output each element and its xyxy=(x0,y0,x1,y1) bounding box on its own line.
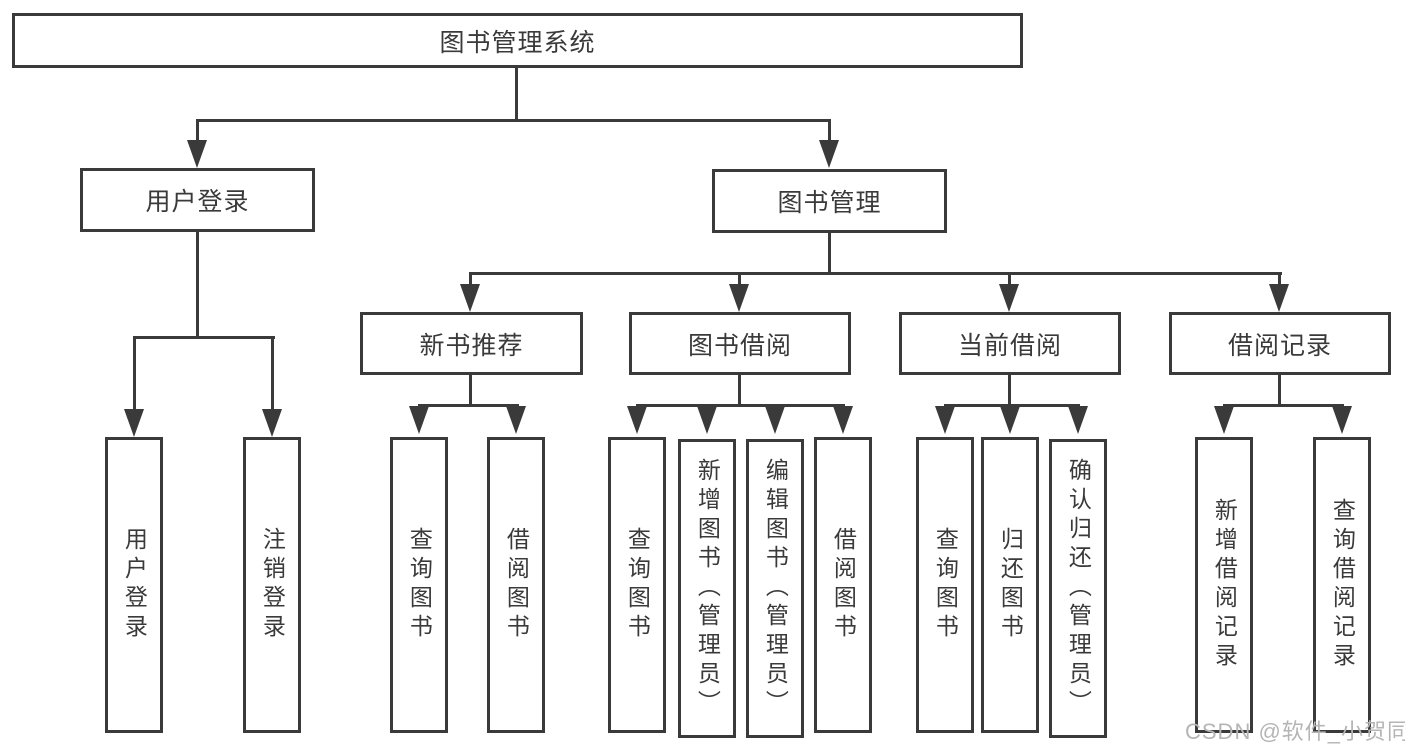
connector-line xyxy=(1008,375,1011,407)
node-bb-query-books: 查询图书 xyxy=(608,437,666,733)
connector-line xyxy=(515,68,518,121)
node-cb-confirm-return-admin-label: 确认归还（管理员） xyxy=(1065,458,1092,719)
node-user-login: 用户登录 xyxy=(80,168,315,232)
connector-line xyxy=(1008,272,1011,288)
connector-line xyxy=(271,336,274,411)
arrow-down-icon xyxy=(729,284,749,312)
node-cb-return-books: 归还图书 xyxy=(981,437,1039,733)
node-br-add-record: 新增借阅记录 xyxy=(1195,437,1253,733)
arrow-down-icon xyxy=(999,284,1019,312)
node-current-borrowing-label: 当前借阅 xyxy=(957,331,1062,360)
node-br-query-record: 查询借阅记录 xyxy=(1313,437,1371,733)
node-book-management: 图书管理 xyxy=(712,169,947,233)
node-book-borrowing: 图书借阅 xyxy=(629,312,851,375)
node-book-management-label: 图书管理 xyxy=(777,189,882,217)
arrow-down-icon xyxy=(187,140,207,168)
node-library-system: 图书管理系统 xyxy=(12,13,1023,68)
arrow-down-icon xyxy=(1332,406,1352,434)
connector-line xyxy=(944,404,1080,407)
connector-line xyxy=(196,119,199,144)
node-borrowing-records-label: 借阅记录 xyxy=(1227,331,1332,360)
node-bb-borrow-books-label: 借阅图书 xyxy=(830,527,857,643)
arrow-down-icon xyxy=(935,406,955,434)
node-cb-confirm-return-admin: 确认归还（管理员） xyxy=(1049,439,1107,738)
arrow-down-icon xyxy=(506,406,526,434)
node-bb-add-books-admin-label: 新增图书（管理员） xyxy=(694,458,721,719)
connector-line xyxy=(828,233,831,275)
node-bb-add-books-admin: 新增图书（管理员） xyxy=(678,439,736,738)
node-nbr-borrow-books-label: 借阅图书 xyxy=(503,527,530,643)
node-cb-return-books-label: 归还图书 xyxy=(997,527,1024,643)
connector-line xyxy=(828,119,831,144)
node-book-borrowing-label: 图书借阅 xyxy=(687,331,792,360)
arrow-down-icon xyxy=(1269,284,1289,312)
connector-line xyxy=(1278,375,1281,407)
connector-line xyxy=(636,404,845,407)
connector-line xyxy=(469,272,1282,275)
arrow-down-icon xyxy=(124,409,144,437)
connector-line xyxy=(133,336,275,339)
node-bb-edit-books-admin: 编辑图书（管理员） xyxy=(746,439,804,738)
node-cb-query-books: 查询图书 xyxy=(916,437,974,733)
arrow-down-icon xyxy=(627,406,647,434)
node-br-query-record-label: 查询借阅记录 xyxy=(1329,498,1356,672)
node-logout: 注销登录 xyxy=(243,437,301,733)
watermark: CSDN @软件_小贺同学 xyxy=(1185,719,1405,744)
connector-line xyxy=(1223,404,1344,407)
node-user-login-action-label: 用户登录 xyxy=(121,527,148,643)
arrow-down-icon xyxy=(262,409,282,437)
arrow-down-icon xyxy=(765,406,785,434)
node-current-borrowing: 当前借阅 xyxy=(899,312,1121,375)
connector-line xyxy=(469,375,472,407)
node-br-add-record-label: 新增借阅记录 xyxy=(1211,498,1238,672)
connector-line xyxy=(738,272,741,288)
connector-line xyxy=(196,232,199,339)
connector-line xyxy=(418,404,519,407)
connector-line xyxy=(133,336,136,411)
arrow-down-icon xyxy=(697,406,717,434)
node-bb-query-books-label: 查询图书 xyxy=(624,527,651,643)
connector-line xyxy=(196,119,831,122)
connector-line xyxy=(1278,272,1281,288)
connector-line xyxy=(469,272,472,288)
arrow-down-icon xyxy=(1000,406,1020,434)
node-cb-query-books-label: 查询图书 xyxy=(932,527,959,643)
arrow-down-icon xyxy=(819,140,839,168)
arrow-down-icon xyxy=(409,406,429,434)
node-new-book-recommendation-label: 新书推荐 xyxy=(419,331,524,360)
node-user-login-label: 用户登录 xyxy=(145,188,250,216)
node-library-system-label: 图书管理系统 xyxy=(439,28,596,57)
node-user-login-action: 用户登录 xyxy=(105,437,163,733)
arrow-down-icon xyxy=(1214,406,1234,434)
node-logout-label: 注销登录 xyxy=(259,527,286,643)
node-bb-edit-books-admin-label: 编辑图书（管理员） xyxy=(762,458,789,719)
node-nbr-query-books-label: 查询图书 xyxy=(406,527,433,643)
connector-line xyxy=(738,375,741,407)
arrow-down-icon xyxy=(1068,406,1088,434)
arrow-down-icon xyxy=(460,284,480,312)
node-new-book-recommendation: 新书推荐 xyxy=(360,312,583,375)
node-nbr-query-books: 查询图书 xyxy=(390,437,448,733)
node-borrowing-records: 借阅记录 xyxy=(1169,312,1391,375)
node-bb-borrow-books: 借阅图书 xyxy=(814,437,872,733)
arrow-down-icon xyxy=(833,406,853,434)
node-nbr-borrow-books: 借阅图书 xyxy=(487,437,545,733)
